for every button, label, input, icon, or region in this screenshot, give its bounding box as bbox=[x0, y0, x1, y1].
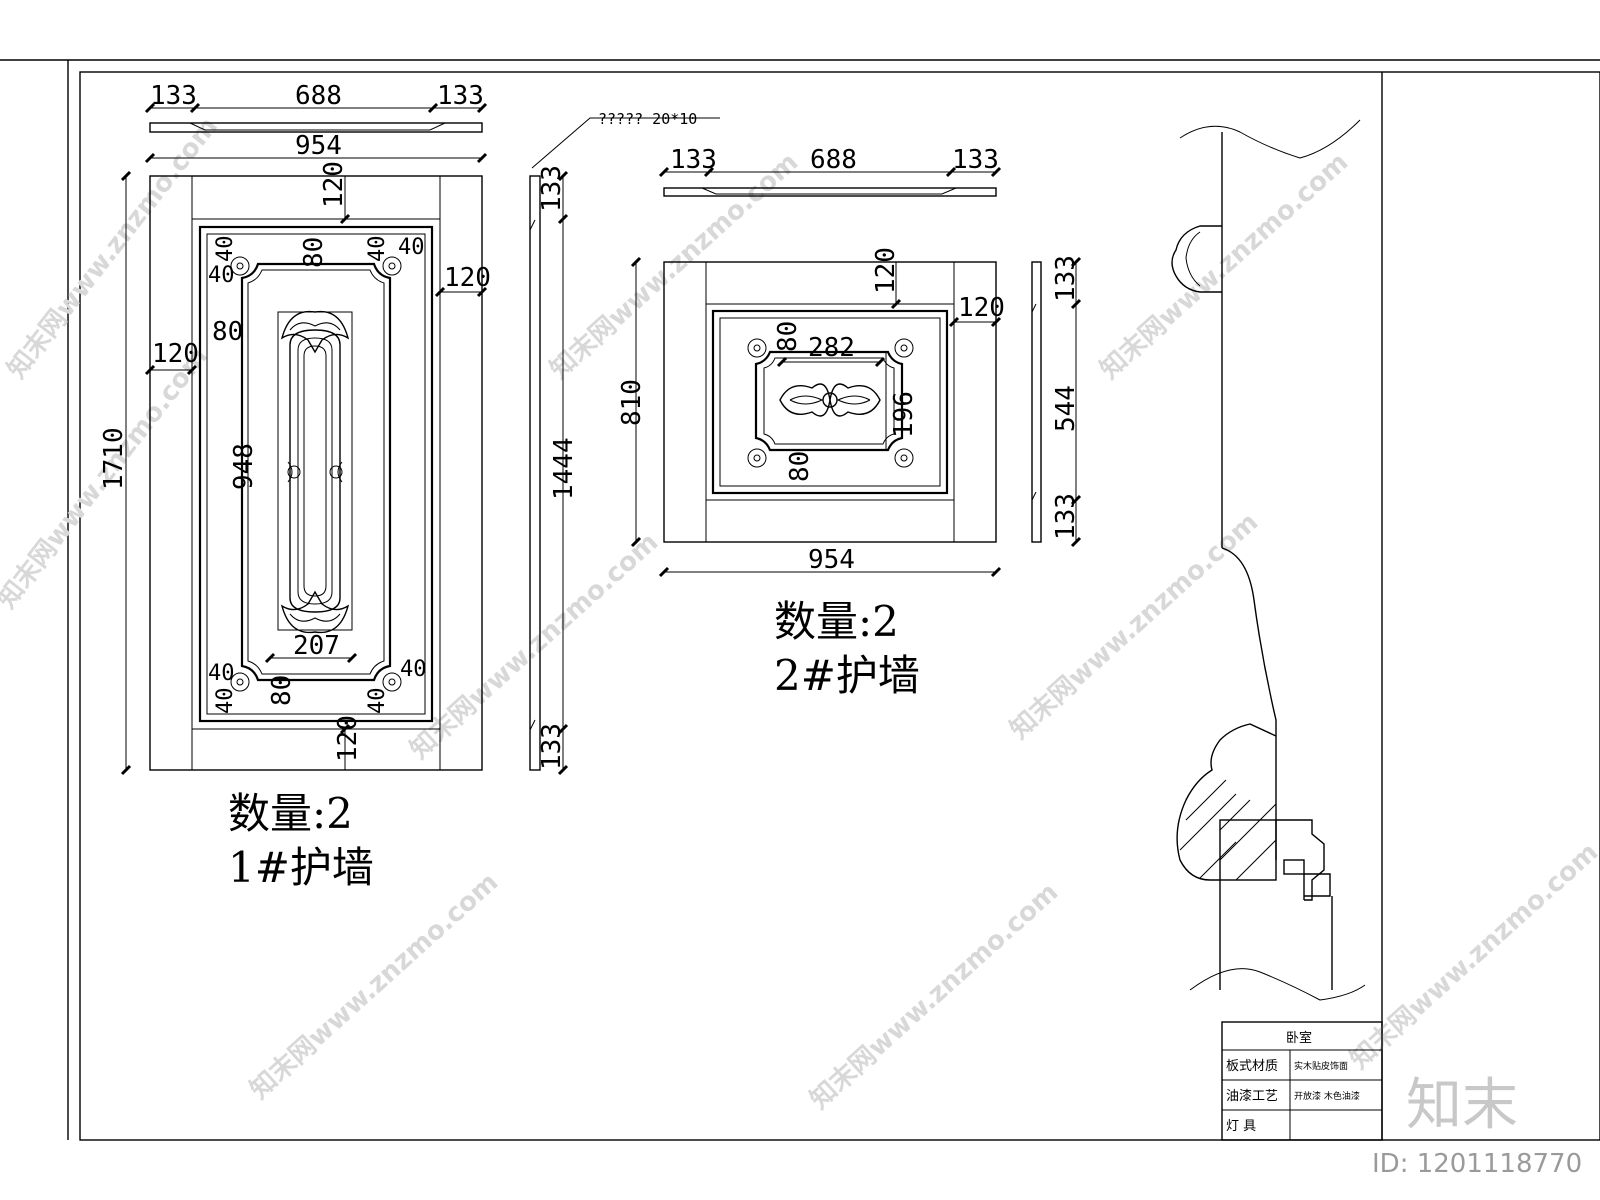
panel2-elevation: 810 954 120 120 282 196 80 80 bbox=[617, 247, 1005, 578]
p1-dim-side-height: 1444 bbox=[549, 437, 579, 500]
p1-dim-side-bottom: 133 bbox=[537, 723, 567, 770]
panel1-side-section: 133 1444 133 ????? 20*10 bbox=[529, 110, 720, 776]
p1-quantity: 数量:2 bbox=[228, 789, 353, 838]
svg-text:知末网www.znzmo.com: 知末网www.znzmo.com bbox=[545, 147, 805, 385]
panel2-top-section: 133 688 133 bbox=[658, 145, 1002, 197]
title-block: 卧室 板式材质 实木贴皮饰面 油漆工艺 开放漆 木色油漆 灯 具 bbox=[1221, 1021, 1383, 1141]
p2-dim-side-mid: 544 bbox=[1051, 385, 1081, 432]
svg-text:知末网www.znzmo.com: 知末网www.znzmo.com bbox=[805, 877, 1065, 1115]
p1-dim-height: 1710 bbox=[99, 427, 129, 490]
p1-dim-total-width: 954 bbox=[295, 131, 342, 161]
title-block-title: 卧室 bbox=[1286, 1030, 1312, 1046]
tb-row3-label: 灯 具 bbox=[1226, 1119, 1256, 1134]
p1-leader-note: ????? 20*10 bbox=[598, 110, 697, 128]
p1-name: 1#护墙 bbox=[228, 843, 374, 892]
p1-dim-inner-80-left: 80 bbox=[212, 317, 243, 347]
p1-dim-corner-40-e: 40 bbox=[208, 661, 235, 686]
svg-text:知末网www.znzmo.com: 知末网www.znzmo.com bbox=[1095, 147, 1355, 385]
p1-dim-corner-40-h: 40 bbox=[365, 688, 390, 715]
tb-row2-label: 油漆工艺 bbox=[1226, 1088, 1278, 1104]
p1-dim-corner-40-a: 40 bbox=[208, 263, 235, 288]
svg-text:知末网www.znzmo.com: 知末网www.znzmo.com bbox=[405, 527, 665, 765]
p2-dim-top-mid: 688 bbox=[810, 145, 857, 175]
tb-row2-value: 开放漆 木色油漆 bbox=[1294, 1090, 1360, 1102]
tb-row1-value: 实木贴皮饰面 bbox=[1294, 1060, 1348, 1072]
p1-dim-corner-40-c: 40 bbox=[365, 236, 390, 263]
p1-dim-side-top: 133 bbox=[537, 165, 567, 212]
p2-dim-inner-80-top: 80 bbox=[773, 321, 803, 352]
profile-section-drawing bbox=[1171, 119, 1366, 1001]
p2-dim-inner-height: 196 bbox=[889, 391, 919, 438]
p1-dim-rail-bottom: 120 bbox=[333, 715, 363, 762]
p1-dim-inner-height: 948 bbox=[229, 443, 259, 490]
panel1-top-section: 133 688 133 954 bbox=[144, 81, 488, 164]
p1-dim-corner-40-f: 40 bbox=[213, 688, 238, 715]
p2-dim-total-width: 954 bbox=[808, 545, 855, 575]
image-id: ID: 1201118770 bbox=[1372, 1149, 1582, 1179]
p2-quantity: 数量:2 bbox=[774, 597, 899, 646]
p1-dim-stile-left: 120 bbox=[152, 339, 199, 369]
brand-logo: 知末 bbox=[1406, 1073, 1518, 1138]
p2-dim-stile: 120 bbox=[958, 293, 1005, 323]
p1-dim-corner-40-d: 40 bbox=[398, 235, 425, 260]
p2-name: 2#护墙 bbox=[774, 651, 920, 700]
p1-dim-top-left: 133 bbox=[150, 81, 197, 111]
panel2-side-section: 133 544 133 bbox=[1031, 255, 1082, 548]
tb-row1-label: 板式材质 bbox=[1226, 1059, 1278, 1074]
svg-text:知末网www.znzmo.com: 知末网www.znzmo.com bbox=[1345, 837, 1600, 1075]
p1-dim-top-mid: 688 bbox=[295, 81, 342, 111]
p2-dim-height: 810 bbox=[617, 379, 647, 426]
p1-dim-carving-width: 207 bbox=[293, 631, 340, 661]
p1-dim-top-right: 133 bbox=[437, 81, 484, 111]
p2-dim-inner-width: 282 bbox=[808, 333, 855, 363]
p2-dim-rail: 120 bbox=[871, 247, 901, 294]
p1-dim-inner-80-bottom: 80 bbox=[267, 675, 297, 706]
p1-dim-inner-80-top: 80 bbox=[299, 237, 329, 268]
p2-dim-top-right: 133 bbox=[952, 145, 999, 175]
panel1-elevation: 1710 120 120 120 120 948 80 80 80 207 40… bbox=[99, 161, 491, 776]
p2-dim-inner-80-bottom: 80 bbox=[785, 451, 815, 482]
p2-dim-side-top: 133 bbox=[1051, 255, 1081, 302]
p2-dim-side-bottom: 133 bbox=[1051, 493, 1081, 540]
svg-text:知末网www.znzmo.com: 知末网www.znzmo.com bbox=[245, 867, 505, 1105]
p1-dim-stile-right: 120 bbox=[444, 263, 491, 293]
p1-dim-corner-40-g: 40 bbox=[400, 657, 427, 682]
p2-dim-top-left: 133 bbox=[670, 145, 717, 175]
p1-dim-rail-top: 120 bbox=[319, 161, 349, 208]
svg-text:知末网www.znzmo.com: 知末网www.znzmo.com bbox=[1005, 507, 1265, 745]
p1-dim-corner-40-b: 40 bbox=[213, 236, 238, 263]
sheet-frame bbox=[0, 59, 1600, 1141]
